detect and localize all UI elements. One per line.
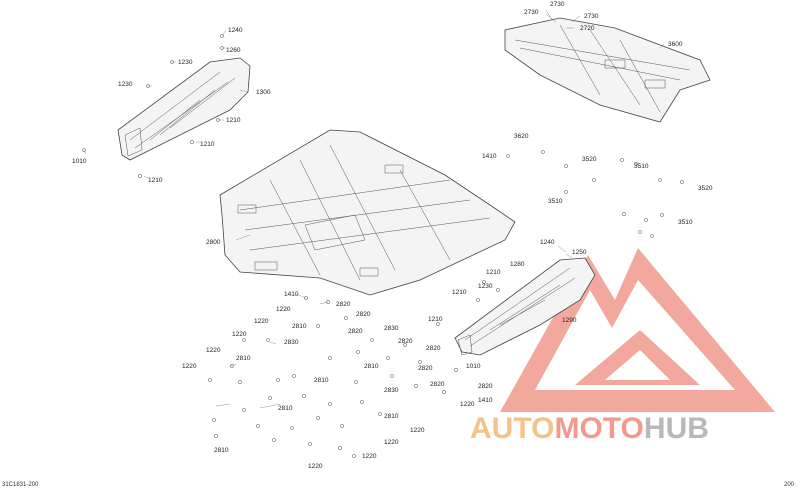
callout-2810: 2810 (314, 377, 329, 384)
callout-2800: 2800 (206, 239, 221, 246)
callout-1240: 1240 (228, 27, 243, 34)
callout-1210: 1210 (200, 141, 215, 148)
callout-1240: 1240 (540, 239, 555, 246)
main-floor-pan (219, 129, 516, 296)
fastener-group (82, 34, 684, 458)
callout-2810: 2810 (384, 413, 399, 420)
callout-1220: 1220 (384, 439, 399, 446)
callout-3520: 3520 (698, 185, 713, 192)
callout-1290: 1290 (562, 317, 577, 324)
callout-1260: 1260 (226, 47, 241, 54)
callout-1010: 1010 (72, 158, 87, 165)
callout-labels: 1240 1260 1230 1230 1300 1210 1210 1210 … (72, 1, 713, 470)
watermark-moto: MOTO (554, 412, 644, 445)
callout-1220: 1220 (308, 463, 323, 470)
page-number: 200 (784, 482, 795, 488)
callout-1300: 1300 (256, 89, 271, 96)
callout-2810: 2810 (214, 447, 229, 454)
callout-2820: 2820 (426, 345, 441, 352)
callout-2810: 2810 (236, 355, 251, 362)
figure-code: 31C1831-200 (2, 482, 39, 488)
callout-2730: 2730 (584, 13, 599, 20)
callout-1210: 1210 (452, 289, 467, 296)
callout-1230: 1230 (118, 81, 133, 88)
callout-2810: 2810 (364, 363, 379, 370)
callout-1220: 1220 (206, 347, 221, 354)
callout-2820: 2820 (398, 338, 413, 345)
callout-1220: 1220 (410, 427, 425, 434)
callout-1210: 1210 (148, 177, 163, 184)
callout-1220: 1220 (362, 453, 377, 460)
left-side-panel (117, 57, 251, 161)
callout-2830: 2830 (284, 339, 299, 346)
callout-2730: 2730 (524, 9, 539, 16)
callout-1410: 1410 (478, 397, 493, 404)
callout-1210: 1210 (226, 117, 241, 124)
callout-1010: 1010 (466, 363, 481, 370)
leader-lines (83, 9, 665, 409)
callout-3520: 3520 (582, 156, 597, 163)
callout-1220: 1220 (460, 401, 475, 408)
callout-1210: 1210 (428, 316, 443, 323)
watermark-logo (500, 248, 775, 412)
callout-1410: 1410 (284, 291, 299, 298)
callout-3510: 3510 (548, 198, 563, 205)
callout-1230: 1230 (478, 283, 493, 290)
watermark-auto: AUTO (470, 412, 555, 445)
callout-2730: 2730 (550, 1, 565, 8)
callout-1230: 1230 (178, 59, 193, 66)
callout-2830: 2830 (384, 387, 399, 394)
callout-1220: 1220 (254, 318, 269, 325)
callout-2820: 2820 (430, 381, 445, 388)
callout-1210: 1210 (486, 269, 501, 276)
right-side-panel (454, 257, 596, 356)
callout-2820: 2820 (336, 301, 351, 308)
callout-3510: 3510 (678, 219, 693, 226)
callout-1280: 1280 (510, 261, 525, 268)
callout-1220: 1220 (232, 331, 247, 338)
callout-3510: 3510 (634, 163, 649, 170)
callout-2820: 2820 (348, 328, 363, 335)
callout-2830: 2830 (384, 325, 399, 332)
callout-3600: 3600 (668, 41, 683, 48)
callout-2820: 2820 (418, 365, 433, 372)
callout-1250: 1250 (572, 249, 587, 256)
callout-1220: 1220 (182, 363, 197, 370)
callout-2720: 2720 (580, 25, 595, 32)
watermark-text: AUTOMOTOHUB (470, 412, 709, 446)
callout-2810: 2810 (278, 405, 293, 412)
callout-1220: 1220 (276, 306, 291, 313)
callout-1410: 1410 (482, 153, 497, 160)
top-right-skid-plate (504, 17, 711, 123)
watermark-hub: HUB (643, 412, 709, 445)
callout-3620: 3620 (514, 133, 529, 140)
callout-2820: 2820 (356, 311, 371, 318)
callout-2820: 2820 (478, 383, 493, 390)
callout-2810: 2810 (292, 323, 307, 330)
